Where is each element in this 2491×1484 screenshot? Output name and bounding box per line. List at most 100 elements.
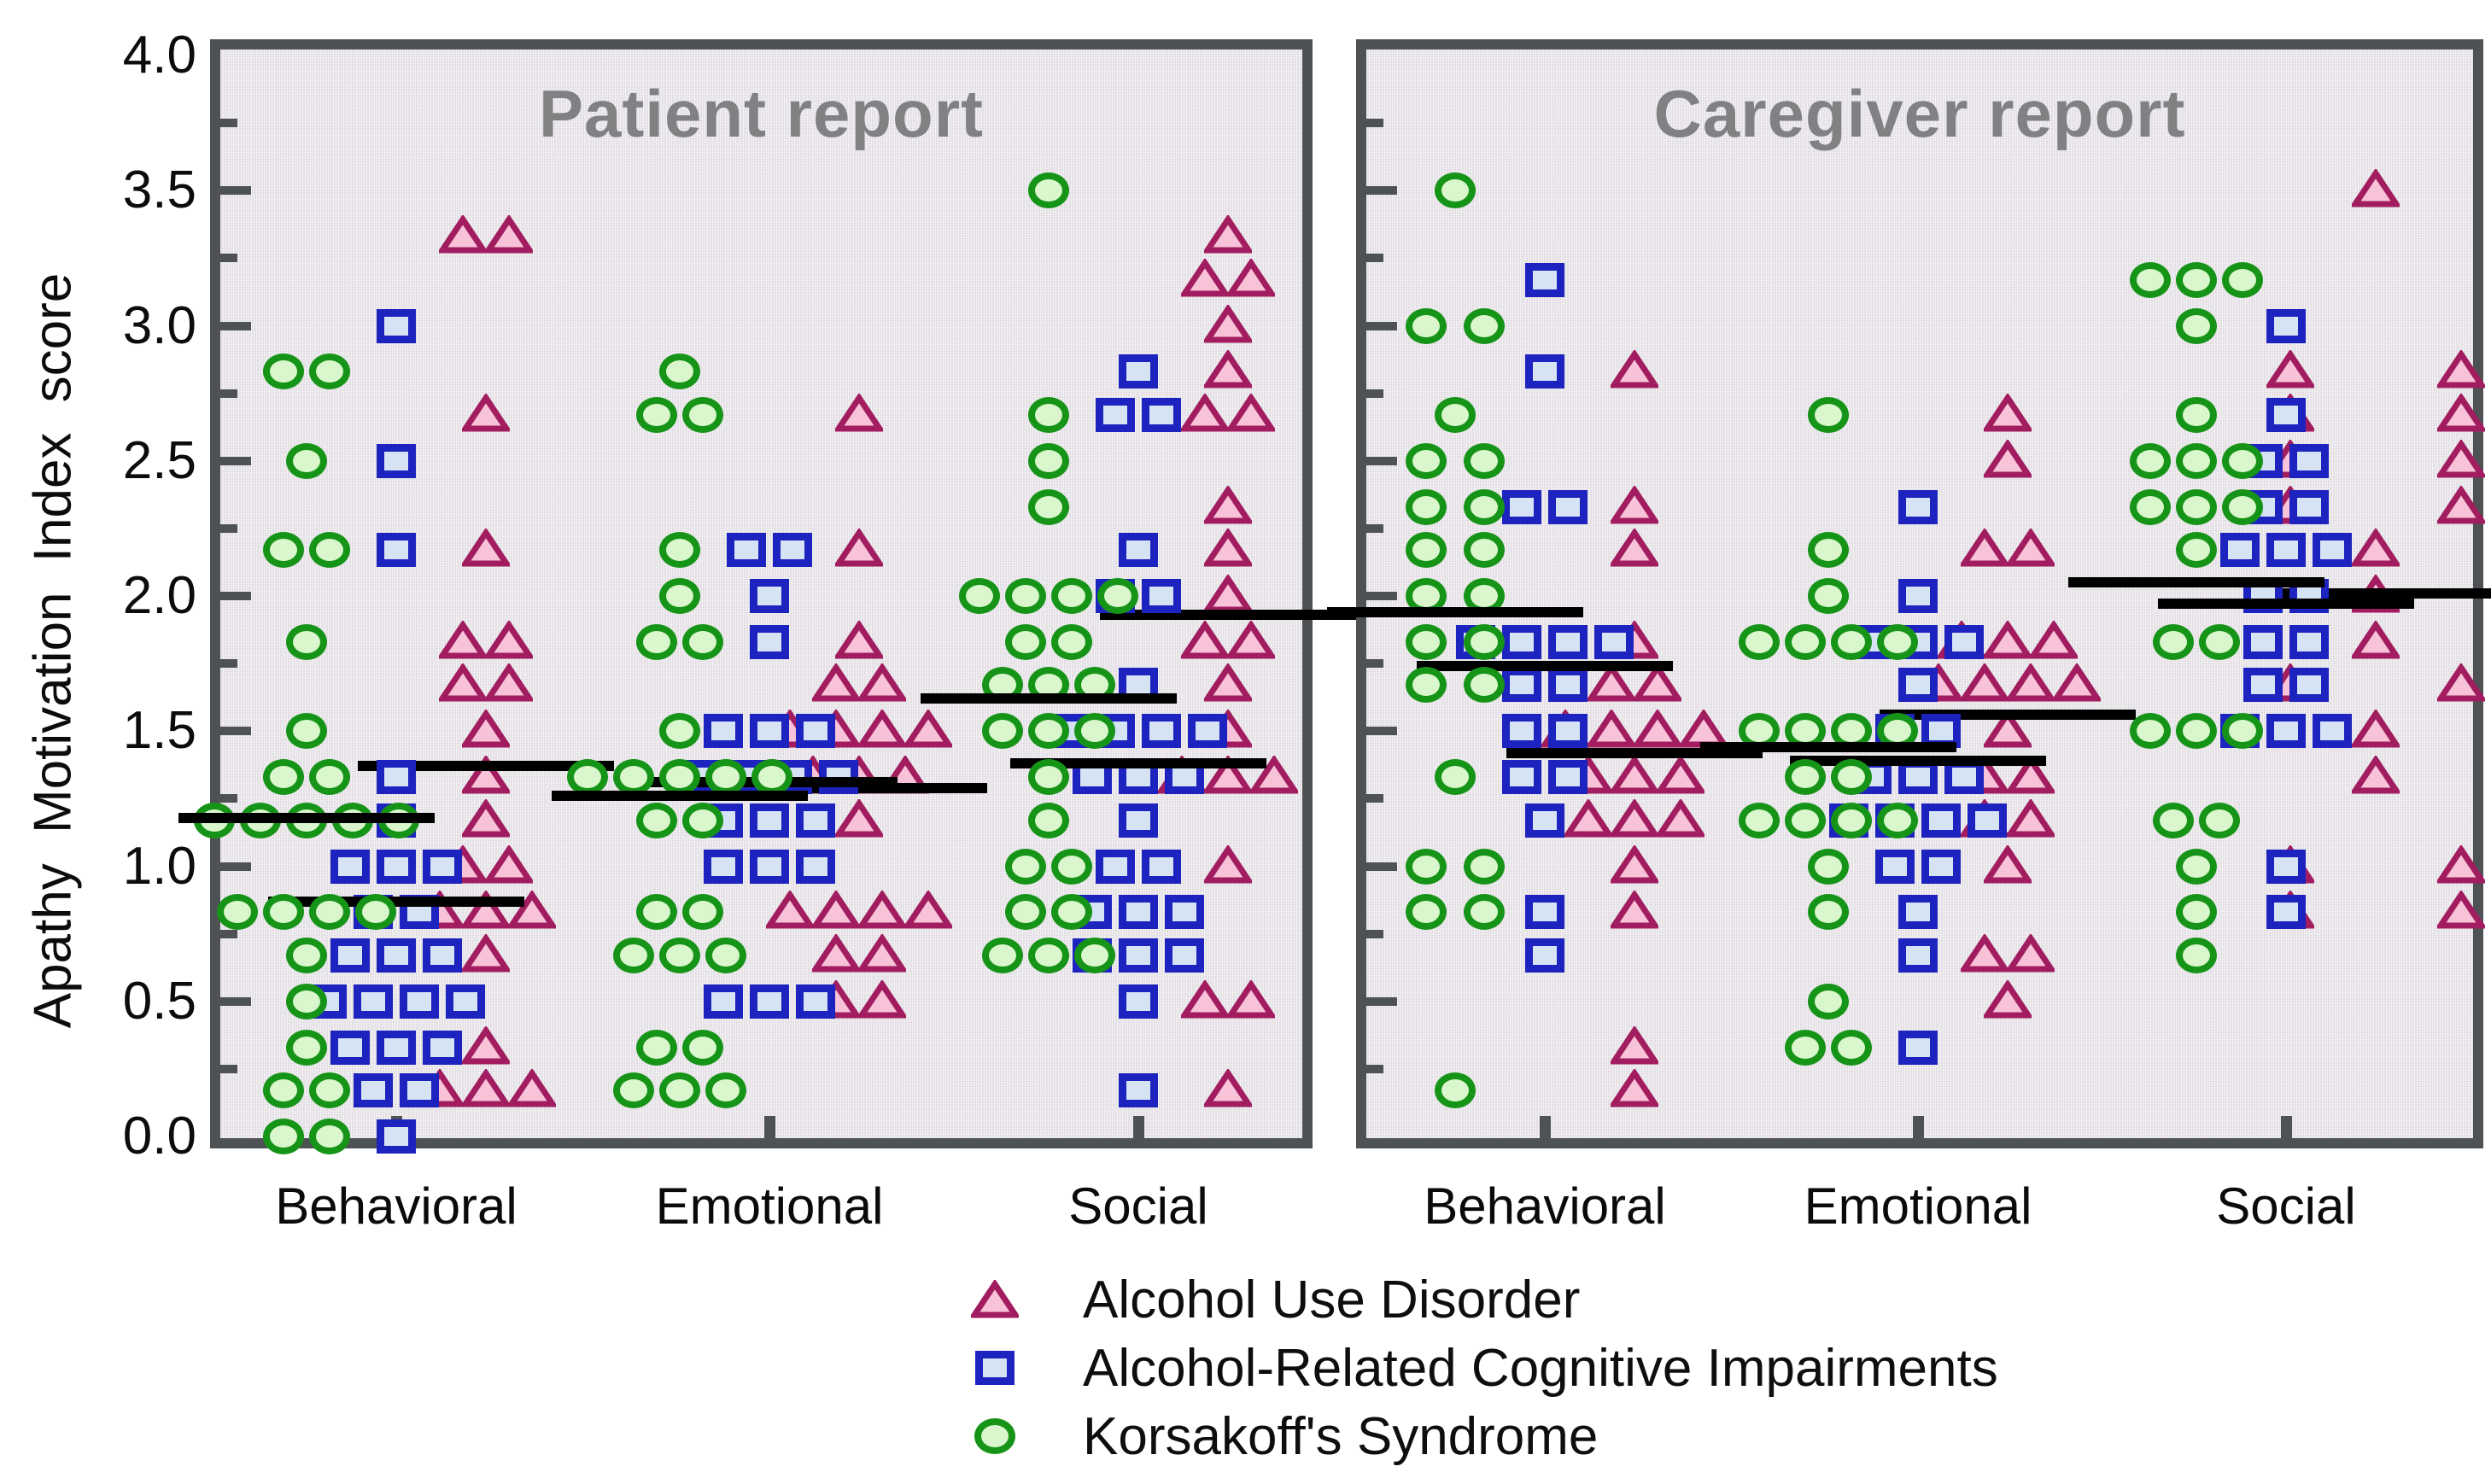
y-major-tick (220, 996, 251, 1006)
point-aud-triangle (1631, 663, 1684, 703)
point-aud-triangle (2264, 348, 2317, 389)
point-korsakoffs-circle (682, 623, 723, 660)
y-major-tick (1366, 456, 1397, 465)
point-korsakoffs-circle (1808, 396, 1849, 433)
point-arci-square (1119, 803, 1158, 838)
point-aud-triangle (459, 754, 512, 795)
legend-item-alcohol-related-cognitive-impairments: Alcohol-Related Cognitive Impairments (931, 1334, 1998, 1402)
point-aud-triangle (1202, 527, 1254, 568)
point-korsakoffs-circle (1831, 623, 1872, 660)
point-korsakoffs-circle (613, 1072, 654, 1109)
point-korsakoffs-circle (659, 1072, 700, 1109)
y-tick-label: 2.5 (122, 430, 196, 490)
point-korsakoffs-circle (1435, 1072, 1476, 1109)
point-arci-square (1096, 849, 1135, 884)
y-major-tick (1366, 186, 1397, 196)
point-korsakoffs-circle (682, 1029, 723, 1066)
point-aud-triangle (833, 392, 886, 433)
point-korsakoffs-circle (286, 983, 327, 1020)
point-aud-triangle (1202, 303, 1254, 344)
y-tick-label: 1.0 (122, 836, 196, 896)
y-minor-tick (1366, 389, 1383, 398)
legend-item-alcohol-use-disorder: Alcohol Use Disorder (931, 1265, 1998, 1334)
point-aud-triangle (2349, 708, 2402, 749)
x-category-tick (764, 1116, 775, 1138)
x-category-tick (1540, 1116, 1551, 1138)
point-aud-triangle (1981, 392, 2034, 433)
point-korsakoffs-circle (613, 937, 654, 973)
point-aud-triangle (1202, 663, 1254, 703)
point-aud-triangle (1225, 257, 1278, 298)
point-aud-triangle (2027, 619, 2080, 660)
point-aud-triangle (2435, 889, 2488, 930)
point-korsakoffs-circle (1785, 759, 1826, 796)
point-aud-triangle (2050, 663, 2103, 703)
point-korsakoffs-circle (2222, 713, 2263, 750)
point-arci-square (1502, 624, 1541, 659)
point-aud-triangle (2349, 527, 2402, 568)
point-korsakoffs-circle (567, 759, 608, 796)
point-korsakoffs-circle (1028, 937, 1069, 973)
x-category-label: Behavioral (275, 1177, 517, 1235)
point-aud-triangle (1178, 979, 1231, 1020)
point-aud-triangle (459, 889, 512, 930)
mean-line-aud (358, 761, 614, 772)
point-korsakoffs-circle (355, 894, 396, 931)
point-aud-triangle (2435, 663, 2488, 703)
point-arci-square (1898, 1030, 1938, 1065)
y-tick-label: 4.0 (122, 26, 196, 85)
point-korsakoffs-circle (1005, 623, 1046, 660)
point-korsakoffs-circle (974, 1418, 1015, 1454)
point-aud-triangle (1608, 889, 1661, 930)
y-major-tick (220, 186, 251, 196)
point-korsakoffs-circle (1464, 442, 1505, 479)
point-arci-square (2266, 895, 2306, 930)
point-aud-triangle (2004, 798, 2057, 838)
mean-line-ks (921, 693, 1177, 704)
point-arci-square (2266, 397, 2306, 432)
point-korsakoffs-circle (659, 713, 700, 750)
point-korsakoffs-circle (1097, 578, 1138, 614)
point-korsakoffs-circle (1406, 488, 1447, 525)
point-arci-square (1525, 803, 1564, 838)
point-arci-square (1548, 760, 1588, 795)
point-arci-square (2266, 849, 2306, 884)
point-korsakoffs-circle (1464, 307, 1505, 344)
mean-line-arci (2158, 599, 2414, 610)
point-aud-triangle (902, 708, 955, 749)
point-arci-square (1898, 579, 1938, 613)
y-minor-tick (220, 794, 237, 803)
point-aud-triangle (810, 663, 862, 703)
point-korsakoffs-circle (1808, 578, 1849, 614)
point-korsakoffs-circle (1028, 396, 1069, 433)
point-aud-triangle (1202, 1067, 1254, 1108)
point-arci-square (796, 714, 835, 749)
y-minor-tick (1366, 659, 1383, 669)
point-korsakoffs-circle (2176, 307, 2217, 344)
point-aud-triangle (1654, 754, 1707, 795)
y-minor-tick (1366, 119, 1383, 128)
point-aud-triangle (2435, 392, 2488, 433)
square-icon (931, 1351, 1059, 1385)
point-arci-square (354, 984, 393, 1019)
circle-icon (931, 1418, 1059, 1454)
point-aud-triangle (856, 932, 909, 973)
point-korsakoffs-circle (2153, 802, 2194, 838)
point-korsakoffs-circle (2176, 396, 2217, 433)
point-korsakoffs-circle (1406, 623, 1447, 660)
point-aud-triangle (1178, 257, 1231, 298)
mean-line-ks (1327, 606, 1583, 617)
mean-line-ks (1700, 742, 1956, 753)
point-korsakoffs-circle (286, 937, 327, 973)
point-arci-square (1502, 489, 1541, 524)
point-korsakoffs-circle (1028, 172, 1069, 209)
point-arci-square (1921, 803, 1961, 838)
x-category-label: Behavioral (1424, 1177, 1666, 1235)
point-arci-square (2266, 714, 2306, 749)
legend-label: Korsakoff's Syndrome (1083, 1406, 1599, 1466)
point-arci-square (423, 938, 462, 973)
point-aud-triangle (1202, 213, 1254, 254)
point-arci-square (330, 938, 370, 973)
point-aud-triangle (856, 663, 909, 703)
mean-line-arci (1417, 661, 1673, 672)
